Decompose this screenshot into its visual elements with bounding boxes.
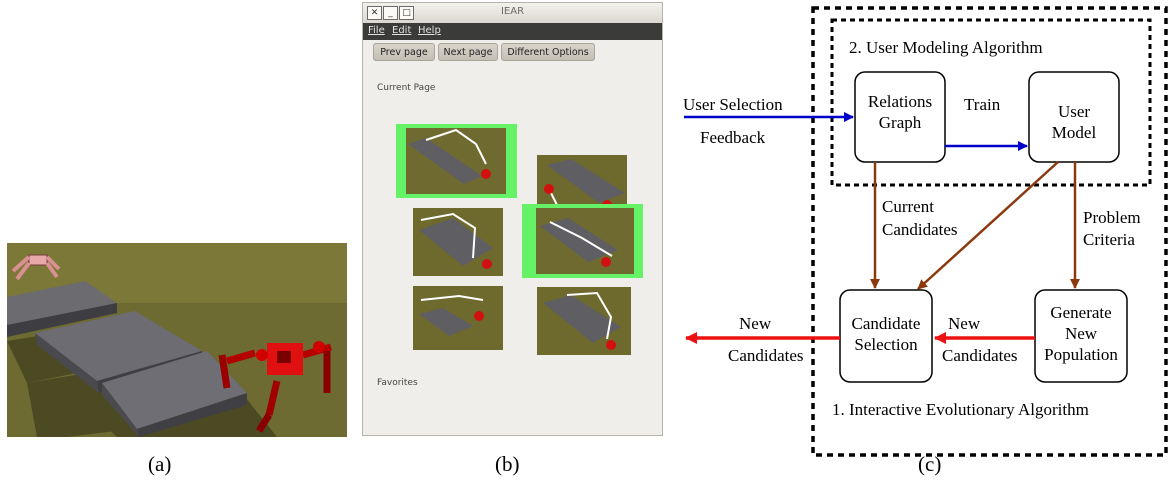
candidate-selection-line1: Candidate xyxy=(852,314,921,333)
new-candidates-out-label-1: New xyxy=(739,314,772,333)
outer-title: 1. Interactive Evolutionary Algorithm xyxy=(832,400,1089,419)
current-page-label: Current Page xyxy=(377,83,436,93)
inner-dashed-box xyxy=(830,18,1152,187)
menu-edit[interactable]: Edit xyxy=(392,25,412,36)
candidate-thumbnail-5[interactable] xyxy=(413,286,503,350)
problem-criteria-label-2: Criteria xyxy=(1083,230,1135,249)
minimize-icon[interactable]: _ xyxy=(383,6,398,20)
user-model-line1: User xyxy=(1058,102,1090,121)
relations-graph-node: Relations Graph xyxy=(854,71,946,163)
user-model-line2: Model xyxy=(1052,123,1097,142)
candidate-selection-line2: Selection xyxy=(854,335,918,354)
train-label: Train xyxy=(964,95,1001,114)
feedback-label: Feedback xyxy=(700,128,766,147)
new-candidates-in-label-2: Candidates xyxy=(942,346,1018,365)
caption-c: (c) xyxy=(918,452,942,476)
prev-page-button[interactable]: Prev page xyxy=(373,43,435,61)
current-candidates-label-1: Current xyxy=(882,197,934,216)
iear-window: ✕ _ □ IEAR File Edit Help Prev page Next… xyxy=(362,2,663,436)
outer-dashed-box xyxy=(811,6,1168,457)
new-candidates-out-label-2: Candidates xyxy=(728,346,804,365)
menu-bar: File Edit Help xyxy=(363,23,662,40)
candidate-thumbnail-1[interactable] xyxy=(396,124,517,198)
candidate-thumbnail-3[interactable] xyxy=(413,208,503,276)
maximize-icon[interactable]: □ xyxy=(399,6,414,20)
favorites-label: Favorites xyxy=(377,378,418,388)
different-options-button[interactable]: Different Options xyxy=(501,43,595,61)
generate-population-line1: Generate xyxy=(1050,303,1111,322)
new-candidates-in-label-1: New xyxy=(948,314,981,333)
generate-population-line3: Population xyxy=(1044,345,1118,364)
menu-file[interactable]: File xyxy=(368,25,385,36)
robot-scene-image xyxy=(7,243,347,437)
generate-population-node: Generate New Population xyxy=(1034,289,1128,383)
close-icon[interactable]: ✕ xyxy=(367,6,382,20)
window-titlebar: ✕ _ □ IEAR xyxy=(363,3,662,23)
algorithm-diagram: 2. User Modeling Algorithm 1. Interactiv… xyxy=(676,0,1172,482)
caption-b: (b) xyxy=(495,452,520,476)
next-page-button[interactable]: Next page xyxy=(438,43,498,61)
relations-graph-line1: Relations xyxy=(868,92,932,111)
inner-title: 2. User Modeling Algorithm xyxy=(849,38,1043,57)
relations-graph-line2: Graph xyxy=(879,113,922,132)
user-model-to-selection-arrow xyxy=(917,161,1059,290)
user-selection-label: User Selection xyxy=(683,95,783,114)
current-candidates-label-2: Candidates xyxy=(882,220,958,239)
candidate-thumbnail-4[interactable] xyxy=(522,204,643,278)
window-title: IEAR xyxy=(500,6,525,17)
caption-a: (a) xyxy=(148,452,172,476)
user-model-node: User Model xyxy=(1028,71,1120,163)
candidate-thumbnail-6[interactable] xyxy=(537,287,631,355)
menu-help[interactable]: Help xyxy=(418,25,441,36)
problem-criteria-label-1: Problem xyxy=(1083,208,1141,227)
candidate-selection-node: Candidate Selection xyxy=(839,289,933,383)
generate-population-line2: New xyxy=(1065,324,1098,343)
